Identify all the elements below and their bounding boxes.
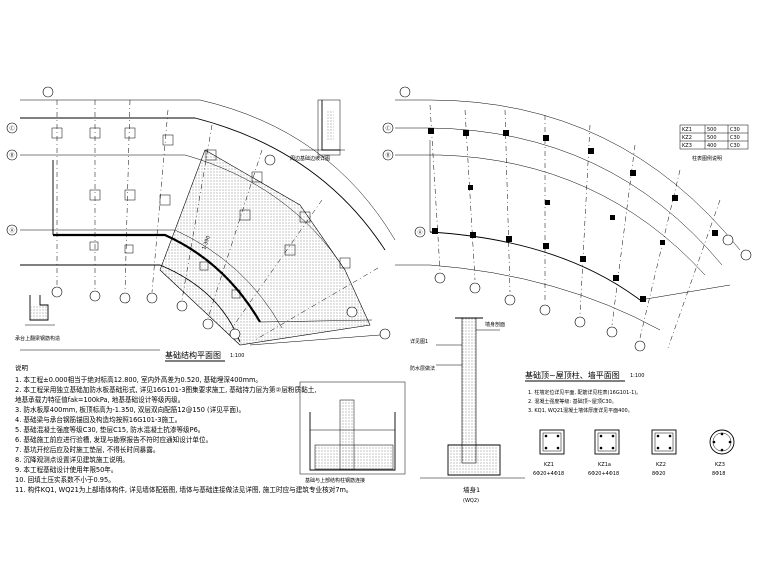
column-marks (428, 128, 718, 302)
svg-text:Ⓒ: Ⓒ (386, 125, 391, 132)
svg-text:防水层做法: 防水层做法 (410, 365, 435, 372)
arc-grid-lines (20, 99, 396, 343)
svg-text:KZ2: KZ2 (682, 135, 692, 141)
column-wall-plan: Ⓒ Ⓑ Ⓐ KZ1 500 C30 KZ2 500 C30 (382, 86, 752, 414)
svg-text:11. 构件KQ1, WQ21为上部墙体构件, 详见墙体配筋: 11. 构件KQ1, WQ21为上部墙体构件, 详见墙体配筋图, 墙体与基础连接… (15, 485, 353, 494)
svg-text:4. 基础梁与承台钢筋锚固及构造均按照16G101-3施工。: 4. 基础梁与承台钢筋锚固及构造均按照16G101-3施工。 (15, 415, 181, 424)
column-plan-title: 基础顶~屋顶柱、墙平面图 (525, 370, 620, 380)
svg-text:柱表图例说明: 柱表图例说明 (692, 155, 722, 162)
svg-text:2. 本工程采用独立基础加防水板基础形式, 详见16G101: 2. 本工程采用独立基础加防水板基础形式, 详见16G101-3图集要求施工, … (15, 385, 316, 394)
column-legend: KZ1 500 C30 KZ2 500 C30 KZ3 400 C30 柱表图例… (679, 124, 749, 162)
svg-text:5. 基础混凝土强度等级C30, 垫层C15, 防水混凝土抗: 5. 基础混凝土强度等级C30, 垫层C15, 防水混凝土抗渗等级P6。 (15, 425, 204, 434)
svg-text:KZ1: KZ1 (682, 127, 692, 133)
svg-text:3. KQ1, WQ21混凝土墙体厚度详见平面400。: 3. KQ1, WQ21混凝土墙体厚度详见平面400。 (528, 407, 633, 414)
svg-text:9. 本工程基础设计使用年限50年。: 9. 本工程基础设计使用年限50年。 (15, 465, 118, 474)
detail-beam-edge: 承台上翻梁钢筋构造 (15, 295, 60, 342)
svg-text:Ⓑ: Ⓑ (386, 152, 391, 159)
svg-text:(WQ2): (WQ2) (463, 498, 479, 504)
svg-text:2. 混凝土强度等级: 基础顶~屋顶C30。: 2. 混凝土强度等级: 基础顶~屋顶C30。 (528, 398, 617, 405)
detail-column-foundation: 基础与上部结构柱钢筋连接 (299, 381, 406, 484)
svg-text:8Φ18: 8Φ18 (712, 471, 725, 477)
svg-text:10. 回填土压实系数不小于0.95。: 10. 回填土压实系数不小于0.95。 (15, 475, 115, 484)
design-notes: 说明 1. 本工程±0.000相当于绝对标高12.800, 室内外高差为0.52… (15, 363, 353, 494)
svg-text:详见图1: 详见图1 (410, 338, 428, 345)
detail-top-title: 周边基础边坡详图 (290, 155, 330, 162)
svg-text:400: 400 (707, 143, 717, 149)
svg-text:500: 500 (707, 127, 717, 133)
svg-text:地基承载力特征值fak=100kPa, 地基基础设计等级丙级: 地基承载力特征值fak=100kPa, 地基基础设计等级丙级。 (15, 395, 184, 404)
svg-text:KZ1a: KZ1a (598, 462, 611, 468)
column-section-kz1: KZ1 6Φ20+4Φ18 (533, 429, 565, 477)
svg-text:6Φ20+4Φ18: 6Φ20+4Φ18 (533, 471, 564, 477)
svg-text:KZ3: KZ3 (715, 462, 725, 468)
footing-pads (51, 127, 351, 299)
svg-text:1. 本工程±0.000相当于绝对标高12.800, 室内外: 1. 本工程±0.000相当于绝对标高12.800, 室内外高差为0.520, … (15, 375, 262, 384)
svg-text:墙身1: 墙身1 (463, 485, 480, 494)
svg-text:8Φ20: 8Φ20 (652, 471, 665, 477)
svg-text:1-390: 1-390 (201, 235, 212, 251)
svg-text:6Φ20+4Φ18: 6Φ20+4Φ18 (588, 471, 619, 477)
svg-text:1. 柱墙定位详见平面, 配筋详见柱表(16G101-1)。: 1. 柱墙定位详见平面, 配筋详见柱表(16G101-1)。 (528, 389, 641, 396)
svg-text:C30: C30 (730, 127, 740, 133)
svg-text:Ⓑ: Ⓑ (10, 152, 15, 159)
svg-text:基础与上部结构柱钢筋连接: 基础与上部结构柱钢筋连接 (305, 477, 365, 484)
svg-text:3. 防水板厚400mm, 板顶标高为-1.350, 双层双: 3. 防水板厚400mm, 板顶标高为-1.350, 双层双向配筋12@150 … (15, 405, 245, 414)
svg-text:承台上翻梁钢筋构造: 承台上翻梁钢筋构造 (15, 335, 60, 342)
svg-text:Ⓐ: Ⓐ (10, 227, 15, 234)
column-section-kz3: KZ3 8Φ18 (709, 429, 735, 477)
radial-grid-lines-right (429, 104, 721, 349)
detail-slope-edge: 周边基础边坡详图 (290, 99, 345, 162)
plan-annotations: 1-390 (20, 235, 381, 351)
notes-heading: 说明 (15, 363, 29, 372)
svg-text:500: 500 (707, 135, 717, 141)
svg-text:C30: C30 (730, 143, 740, 149)
svg-text:KZ1: KZ1 (544, 462, 554, 468)
foundation-plan-title: 基础结构平面图 (165, 350, 221, 360)
grid-bubbles-right: Ⓒ Ⓑ Ⓐ (382, 86, 752, 352)
svg-text:6. 基础施工前应进行验槽, 发现与勘察报告不符时应通知设计: 6. 基础施工前应进行验槽, 发现与勘察报告不符时应通知设计单位。 (15, 435, 212, 444)
column-section-kz1a: KZ1a 6Φ20+4Φ18 (588, 429, 620, 477)
grid-bubbles-left: Ⓒ Ⓑ Ⓐ (6, 86, 391, 340)
foundation-plan-scale: 1:100 (230, 353, 244, 359)
column-sections: KZ1 6Φ20+4Φ18 KZ1a 6Φ20+4Φ18 KZ2 8Φ20 KZ… (533, 429, 735, 477)
svg-text:KZ3: KZ3 (682, 143, 692, 149)
svg-text:Ⓒ: Ⓒ (10, 125, 15, 132)
wall-section: 详见图1 防水层做法 墙身剖面 墙身1 (WQ2) (410, 317, 525, 504)
svg-text:8. 沉降观测点设置详见建筑施工说明。: 8. 沉降观测点设置详见建筑施工说明。 (15, 455, 129, 464)
foundation-plan: Ⓒ Ⓑ Ⓐ 1-390 基础结构平面图 1:100 (6, 86, 396, 362)
svg-text:7. 基坑开挖后应及时施工垫层, 不得长时间暴露。: 7. 基坑开挖后应及时施工垫层, 不得长时间暴露。 (15, 445, 159, 454)
radial-grid-lines (56, 99, 379, 341)
svg-text:C30: C30 (730, 135, 740, 141)
column-section-kz2: KZ2 8Φ20 (651, 429, 677, 477)
column-plan-scale: 1:100 (630, 373, 644, 379)
svg-text:KZ2: KZ2 (656, 462, 666, 468)
arc-grid-lines-right (395, 99, 741, 331)
svg-text:Ⓐ: Ⓐ (418, 229, 423, 236)
hatched-slab-zone (159, 149, 371, 346)
svg-text:墙身剖面: 墙身剖面 (485, 321, 505, 328)
